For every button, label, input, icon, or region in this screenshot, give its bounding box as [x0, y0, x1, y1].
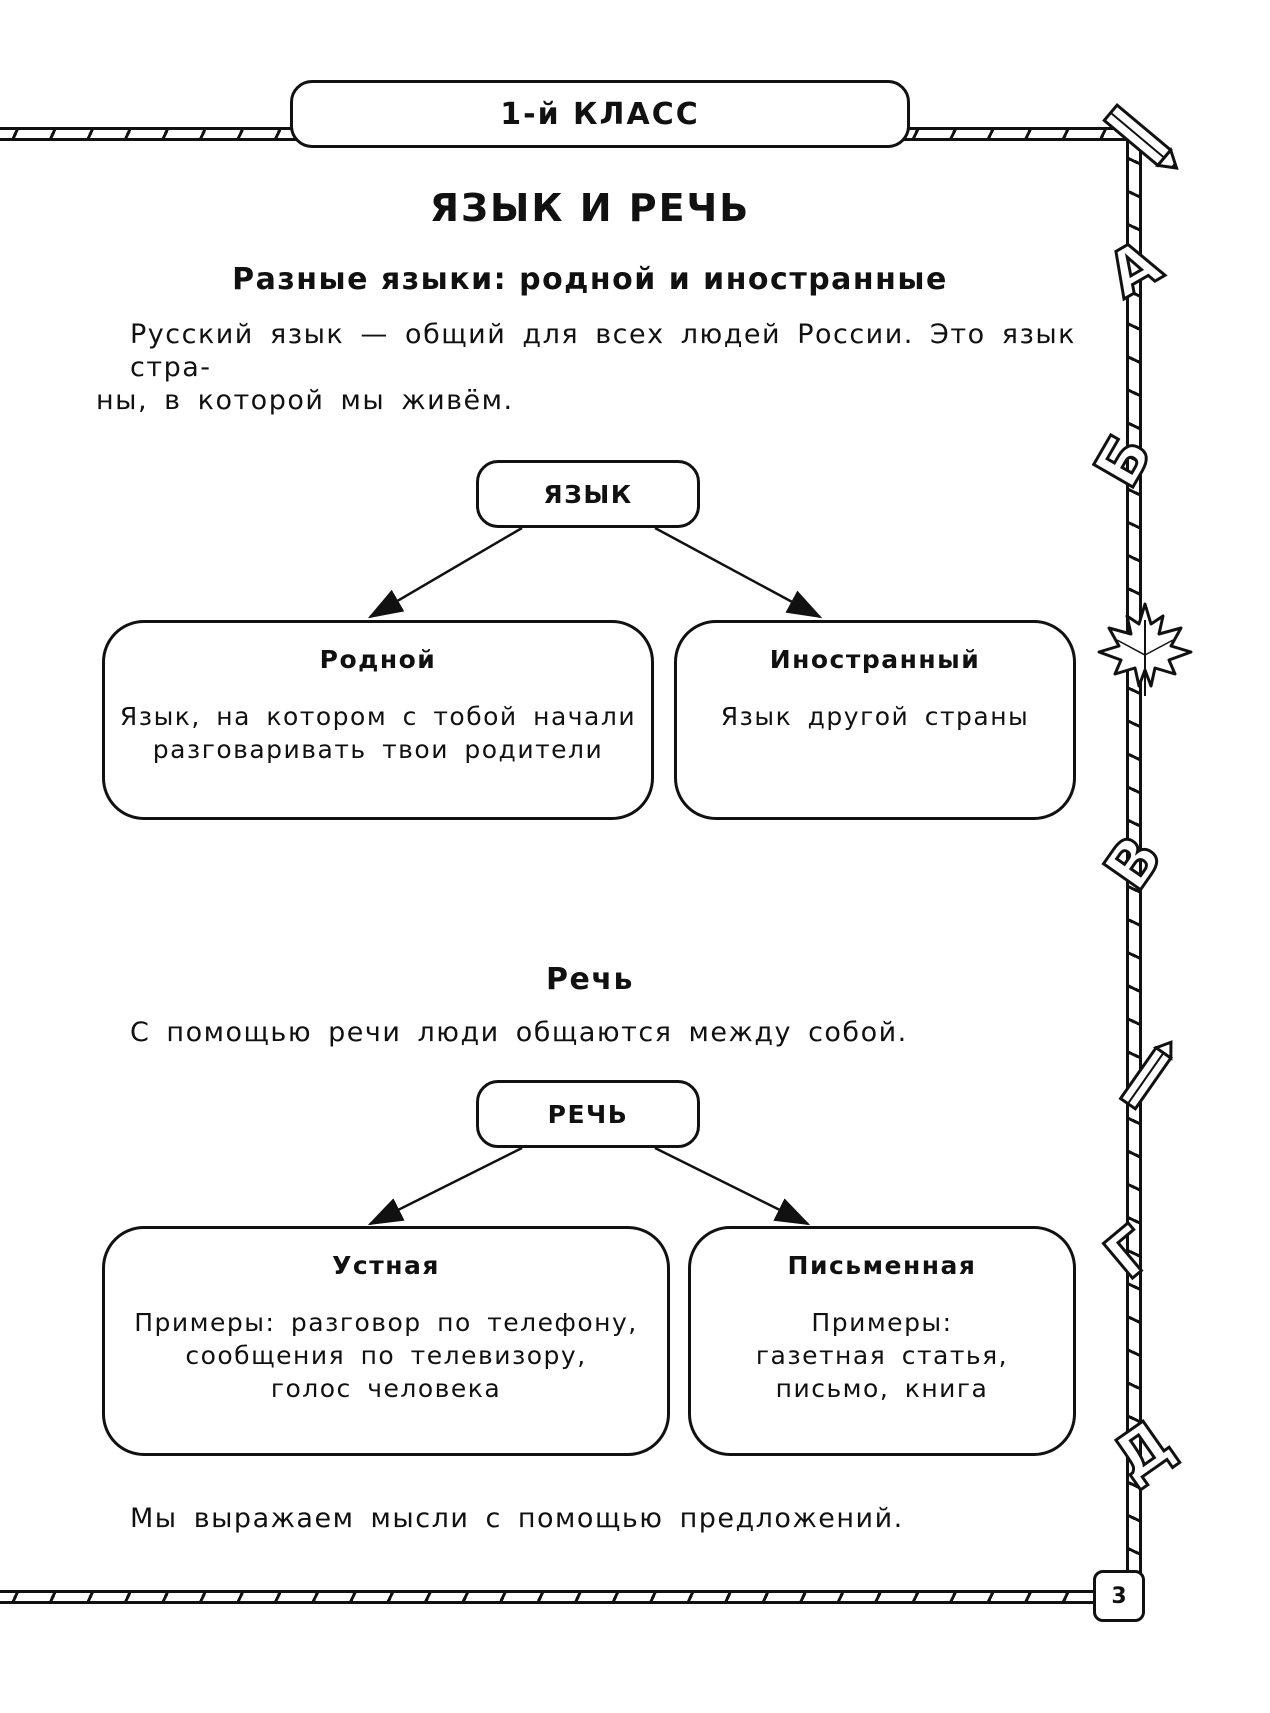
node-language-label: ЯЗЫК	[543, 479, 633, 509]
box-text-line: газетная статья,	[755, 1341, 1009, 1370]
box-text: Язык, на котором с тобой начали разговар…	[105, 700, 651, 766]
box-text-line: голос человека	[270, 1374, 502, 1403]
box-text: Примеры: газетная статья, письмо, книга	[691, 1306, 1073, 1405]
box-text-line: сообщения по телевизору,	[185, 1341, 587, 1370]
paragraph-closing: Мы выражаем мысли с помощью предложений.	[96, 1502, 1076, 1535]
grade-header: 1-й КЛАСС	[290, 80, 910, 148]
page-number-label: 3	[1111, 1583, 1127, 1609]
box-text: Язык другой страны	[677, 700, 1073, 733]
maple-leaf-icon	[1097, 602, 1193, 696]
subsection-title-speech: Речь	[546, 962, 634, 997]
subsection-title-languages: Разные языки: родной и иностранные	[232, 262, 948, 297]
page-number: 3	[1093, 1570, 1145, 1622]
box-written-speech: Письменная Примеры: газетная статья, пис…	[688, 1226, 1076, 1456]
section-title: ЯЗЫК И РЕЧЬ	[429, 186, 751, 230]
box-title: Устная	[332, 1251, 440, 1280]
node-speech: РЕЧЬ	[476, 1080, 700, 1148]
box-text-line: Примеры:	[811, 1308, 953, 1337]
box-text: Примеры: разговор по телефону, сообщения…	[105, 1306, 667, 1405]
node-language: ЯЗЫК	[476, 460, 700, 528]
box-foreign-language: Иностранный Язык другой страны	[674, 620, 1076, 820]
paragraph-languages: Русский язык — общий для всех людей Росс…	[96, 318, 1076, 417]
bottom-border-rope	[0, 1590, 1100, 1604]
box-text-line: разговаривать твои родители	[152, 735, 604, 764]
node-speech-label: РЕЧЬ	[547, 1099, 629, 1129]
box-native-language: Родной Язык, на котором с тобой начали р…	[102, 620, 654, 820]
box-text-line: Язык другой страны	[720, 702, 1030, 731]
box-title: Родной	[319, 645, 437, 674]
paragraph-line: Мы выражаем мысли с помощью предложений.	[130, 1503, 904, 1534]
box-text-line: письмо, книга	[775, 1374, 989, 1403]
box-oral-speech: Устная Примеры: разговор по телефону, со…	[102, 1226, 670, 1456]
right-border-rope	[1126, 127, 1142, 1597]
pencil-icon	[1102, 102, 1179, 170]
paragraph-line: Русский язык — общий для всех людей Росс…	[130, 319, 1076, 383]
paragraph-line: С помощью речи люди общаются между собой…	[130, 1017, 908, 1048]
pencil-icon	[1118, 1040, 1173, 1111]
paragraph-line: ны, в которой мы живём.	[96, 385, 514, 416]
box-title: Письменная	[787, 1251, 977, 1280]
box-text-line: Примеры: разговор по телефону,	[134, 1308, 638, 1337]
box-title: Иностранный	[769, 645, 981, 674]
grade-label: 1-й КЛАСС	[500, 96, 700, 132]
box-text-line: Язык, на котором с тобой начали	[119, 702, 637, 731]
paragraph-speech: С помощью речи люди общаются между собой…	[96, 1016, 1076, 1049]
